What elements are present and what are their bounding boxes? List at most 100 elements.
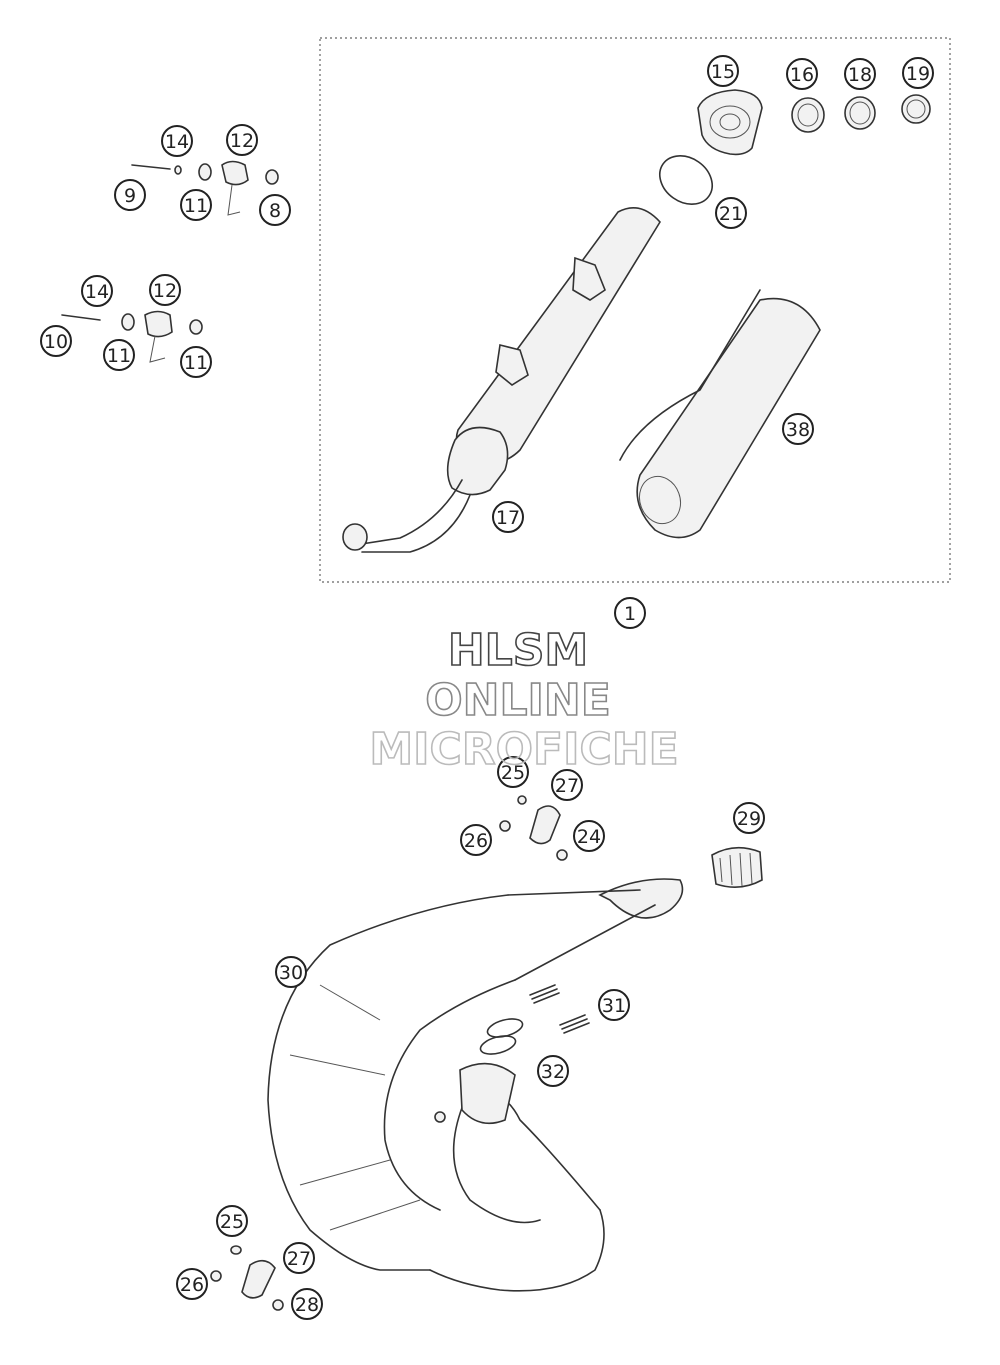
part-callout-11: 11 <box>103 339 135 371</box>
mount-bracket-lower-part <box>61 310 203 363</box>
heat-shield-38-part <box>619 289 821 539</box>
callout-number: 14 <box>85 281 109 303</box>
lower-clamp-hardware-part <box>210 1245 284 1311</box>
callout-circle <box>103 339 135 371</box>
watermark-line-1: HLSM <box>448 625 588 676</box>
part-callout-1: 1 <box>614 597 646 629</box>
part-callout-27: 27 <box>551 769 583 801</box>
callout-number: 18 <box>848 64 872 86</box>
callout-circle <box>283 1242 315 1274</box>
upper-clamp-hardware-part <box>499 795 568 861</box>
part-callout-32: 32 <box>537 1055 569 1087</box>
callout-number: 25 <box>220 1211 244 1233</box>
callout-circle <box>786 58 818 90</box>
callout-number: 16 <box>790 64 814 86</box>
part-callout-18: 18 <box>844 58 876 90</box>
header-pipe-30-part <box>267 878 684 1292</box>
callout-number: 12 <box>230 130 254 152</box>
part-callout-25: 25 <box>216 1205 248 1237</box>
part-callout-30: 30 <box>275 956 307 988</box>
part-callout-10: 10 <box>40 325 72 357</box>
springs-31-part <box>529 984 590 1034</box>
callout-circle <box>259 194 291 226</box>
watermark-line-3: MICROFICHE <box>369 724 678 775</box>
callout-circle <box>291 1288 323 1320</box>
callout-number: 26 <box>464 830 488 852</box>
callout-circle <box>733 802 765 834</box>
silencer-body-part <box>342 206 661 553</box>
callout-number: 12 <box>153 280 177 302</box>
callout-circle <box>149 274 181 306</box>
callout-number: 8 <box>269 200 281 222</box>
part-callout-26: 26 <box>460 824 492 856</box>
callout-number: 11 <box>107 345 131 367</box>
callout-circle <box>180 346 212 378</box>
callout-number: 14 <box>165 131 189 153</box>
callout-number: 15 <box>711 61 735 83</box>
part-callout-9: 9 <box>114 179 146 211</box>
part-callout-14: 14 <box>81 275 113 307</box>
callout-circle <box>551 769 583 801</box>
part-callout-26: 26 <box>176 1268 208 1300</box>
part-callout-24: 24 <box>573 820 605 852</box>
part-callout-16: 16 <box>786 58 818 90</box>
part-callout-8: 8 <box>259 194 291 226</box>
callout-number: 27 <box>287 1248 311 1270</box>
callout-number: 21 <box>719 203 743 225</box>
callout-number: 30 <box>279 962 303 984</box>
callout-number: 27 <box>555 775 579 797</box>
callout-circle <box>715 197 747 229</box>
callout-circle <box>40 325 72 357</box>
callout-number: 24 <box>577 826 601 848</box>
callout-circle <box>216 1205 248 1237</box>
callout-circle <box>614 597 646 629</box>
watermark: HLSM ONLINE MICROFICHE <box>369 624 680 776</box>
part-callout-19: 19 <box>902 57 934 89</box>
callout-circle <box>537 1055 569 1087</box>
callout-circle <box>176 1268 208 1300</box>
callout-circle <box>114 179 146 211</box>
end-cap-part <box>697 89 763 156</box>
part-callout-11: 11 <box>180 189 212 221</box>
callout-circle <box>81 275 113 307</box>
callout-circle <box>460 824 492 856</box>
part-callout-29: 29 <box>733 802 765 834</box>
part-callout-11: 11 <box>180 346 212 378</box>
part-callout-38: 38 <box>782 413 814 445</box>
part-callout-12: 12 <box>226 124 258 156</box>
part-callout-31: 31 <box>598 989 630 1021</box>
gasket-21-part <box>659 155 713 205</box>
callout-circle <box>573 820 605 852</box>
part-callout-17: 17 <box>492 501 524 533</box>
callout-number: 11 <box>184 195 208 217</box>
callout-number: 9 <box>124 185 136 207</box>
callout-number: 1 <box>624 603 636 625</box>
callout-number: 25 <box>501 762 525 784</box>
spring-coupler-29-part <box>711 846 763 888</box>
part-callout-12: 12 <box>149 274 181 306</box>
part-callout-21: 21 <box>715 197 747 229</box>
part-callout-28: 28 <box>291 1288 323 1320</box>
callout-circle <box>180 189 212 221</box>
part-callout-27: 27 <box>283 1242 315 1274</box>
callout-number: 11 <box>184 352 208 374</box>
mount-bracket-upper-part <box>131 160 279 216</box>
callout-circle <box>497 756 529 788</box>
callout-circle <box>275 956 307 988</box>
callout-circle <box>161 125 193 157</box>
ring-16-part <box>791 97 825 133</box>
callout-circle <box>844 58 876 90</box>
watermark-line-2: ONLINE <box>425 675 611 726</box>
part-callout-25: 25 <box>497 756 529 788</box>
callout-circle <box>226 124 258 156</box>
callout-number: 31 <box>602 995 626 1017</box>
part-callout-14: 14 <box>161 125 193 157</box>
callout-number: 10 <box>44 331 68 353</box>
silencer-assembly-boundary <box>319 37 951 583</box>
ring-18-part <box>844 96 876 130</box>
ring-19-part <box>901 94 931 124</box>
callout-number: 19 <box>906 63 930 85</box>
callout-circle <box>598 989 630 1021</box>
callout-circle <box>707 55 739 87</box>
